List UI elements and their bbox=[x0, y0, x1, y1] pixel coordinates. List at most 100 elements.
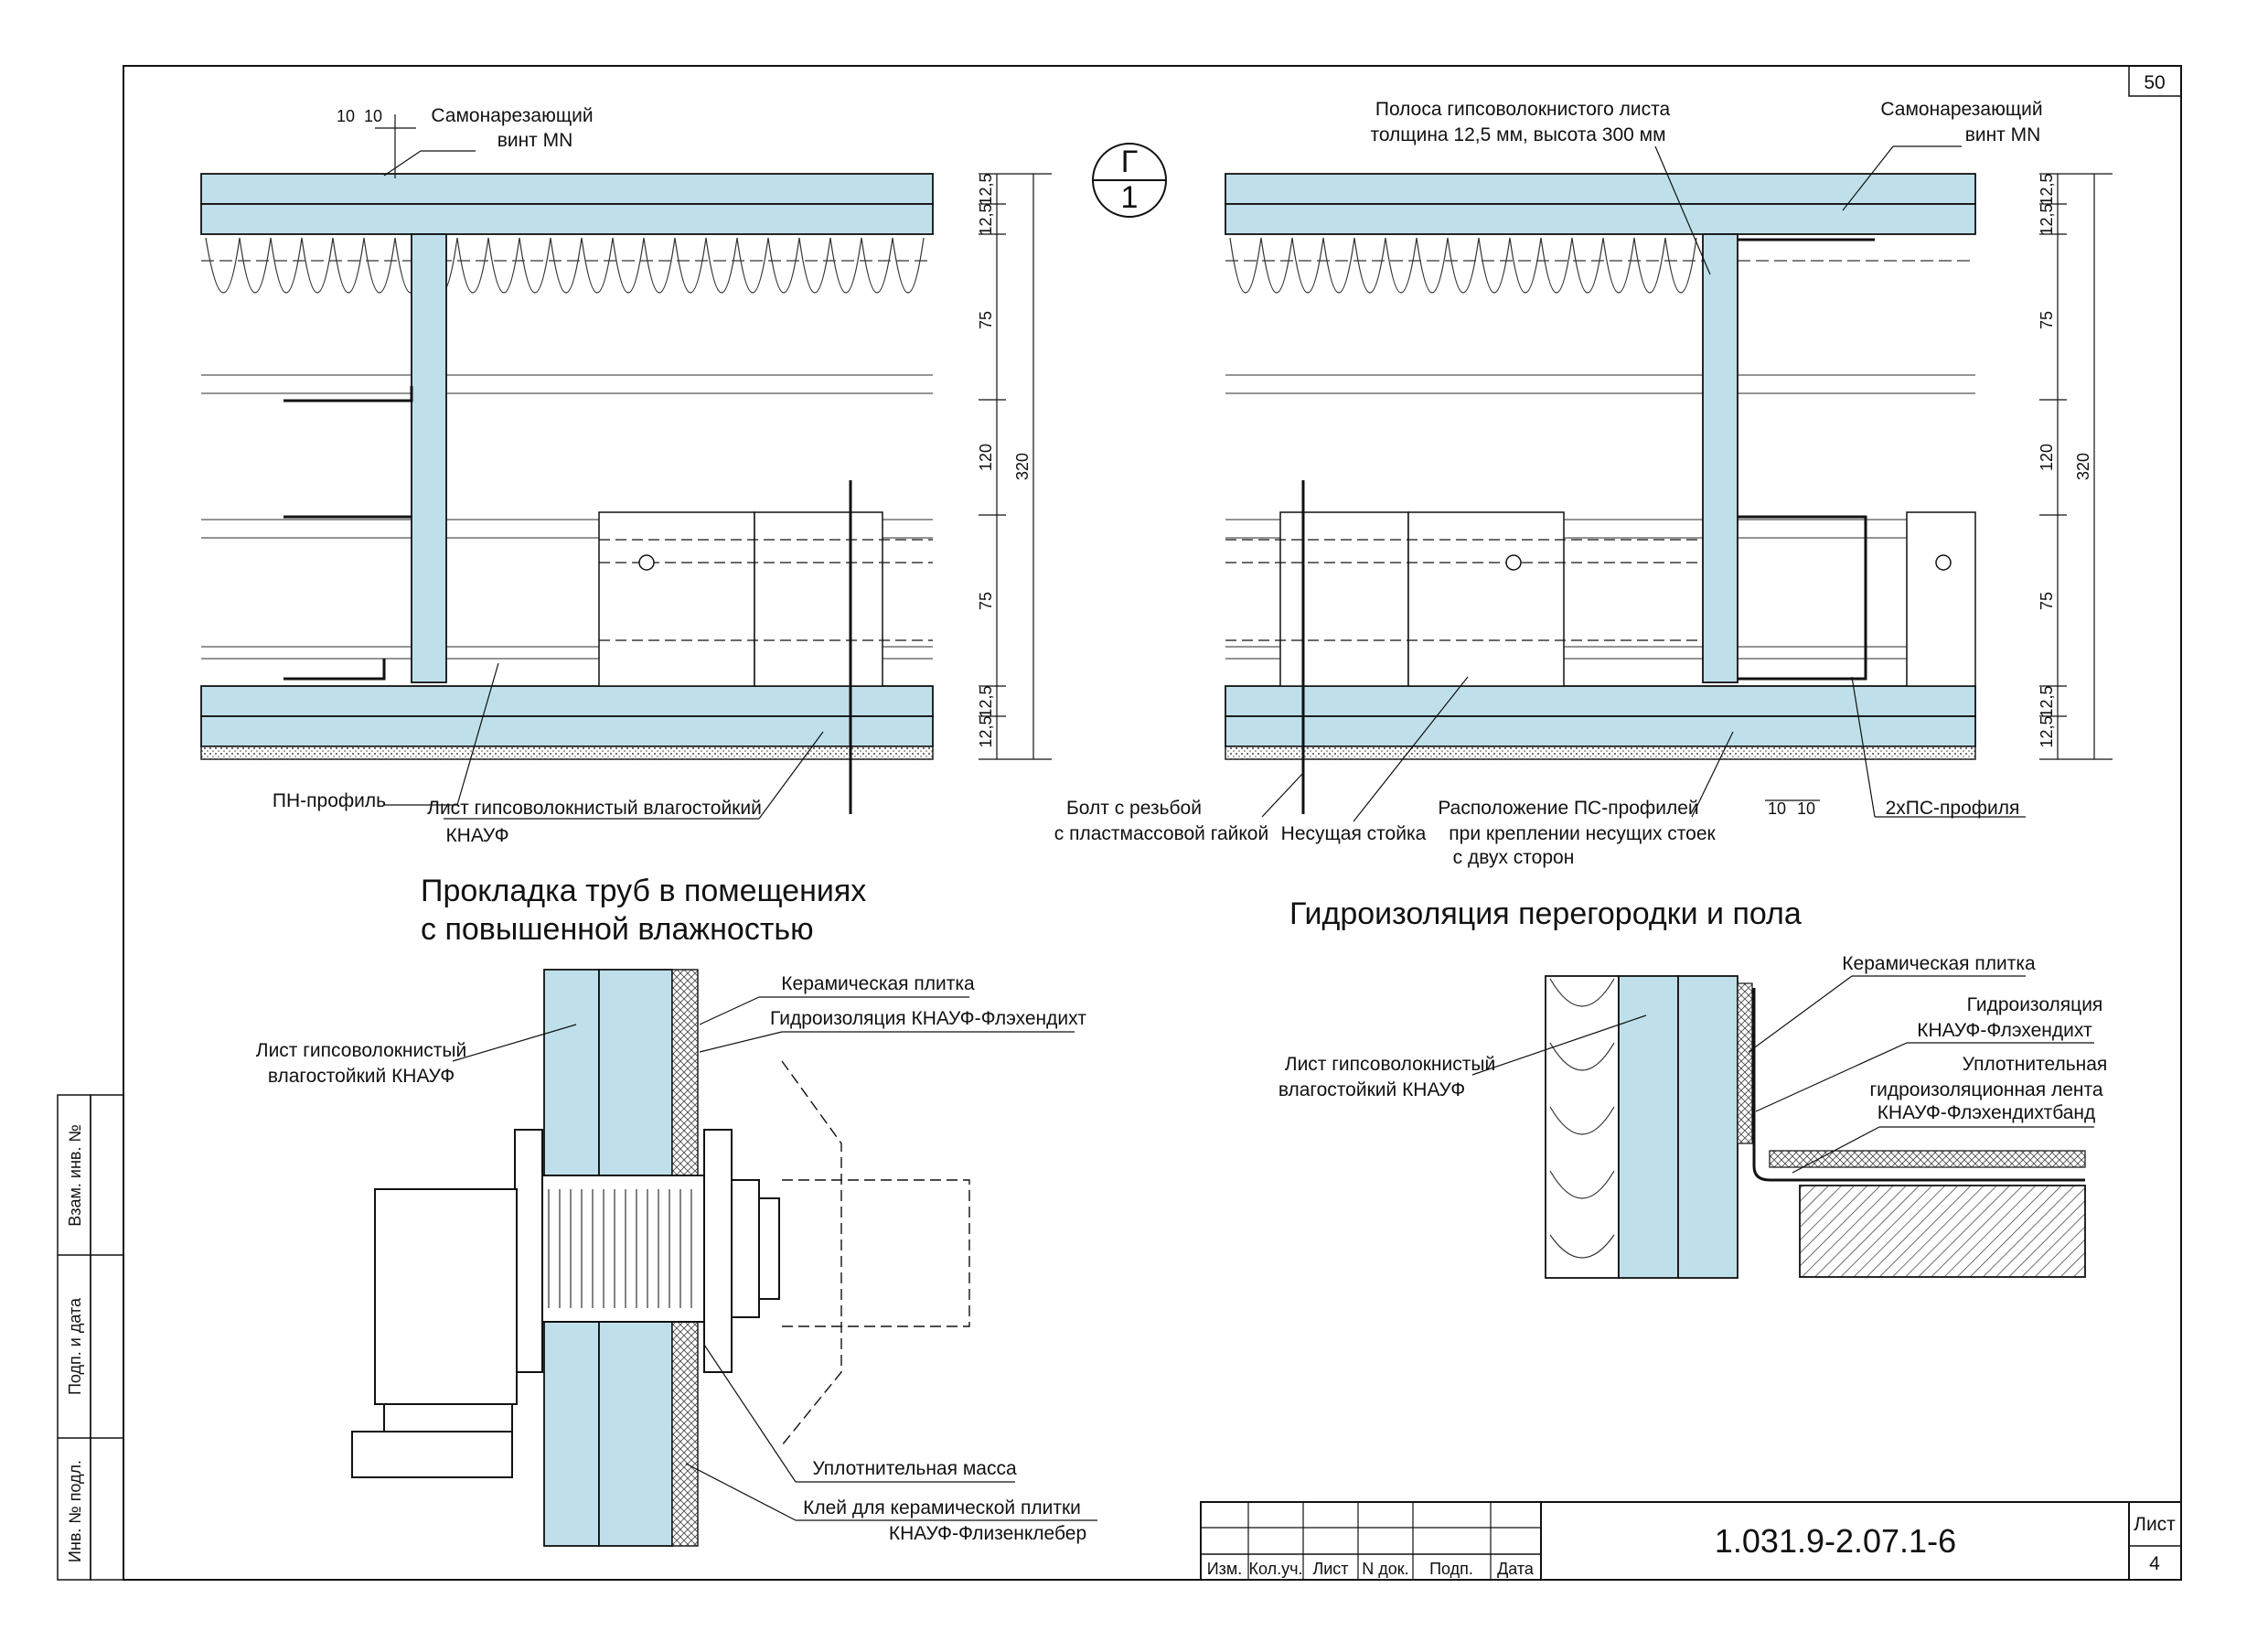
r-box-1 bbox=[1279, 511, 1409, 687]
pipe-valve bbox=[351, 1188, 518, 1478]
r-dim-r3: 120 bbox=[2038, 444, 2056, 471]
r-board-vertical bbox=[1702, 233, 1738, 683]
r-dim-total: 320 bbox=[2074, 453, 2092, 480]
side-label-replace: Взам. инв. № bbox=[66, 1124, 84, 1227]
list-label: Лист bbox=[2134, 1514, 2176, 1535]
board-bottom-2 bbox=[200, 715, 934, 747]
left-dim-r5: 12,5 bbox=[977, 685, 995, 717]
pipe-nut-2 bbox=[758, 1197, 780, 1300]
stamp-col-data: Дата bbox=[1497, 1560, 1535, 1578]
pipe-sleeve bbox=[539, 1175, 705, 1323]
pipe-title-1: Прокладка труб в помещениях bbox=[421, 874, 866, 908]
r-dim-bottom-b: 10 bbox=[1797, 799, 1815, 818]
box-1 bbox=[598, 511, 755, 687]
pipe-glue-label-1: Клей для керамической плитки bbox=[803, 1497, 1081, 1518]
pipe-flange-left bbox=[514, 1129, 543, 1373]
floor-title: Гидроизоляция перегородки и пола bbox=[1289, 896, 1802, 931]
floor-waterproof-2: КНАУФ-Флэхендихт bbox=[1917, 1020, 2092, 1041]
left-screw-label-2: винт MN bbox=[497, 130, 573, 151]
r-board-top-2 bbox=[1225, 203, 1976, 235]
c-profiles bbox=[284, 386, 413, 681]
r-board-top bbox=[1225, 173, 1976, 205]
pipe-sealant-label: Уплотнительная масса bbox=[812, 1458, 1017, 1479]
board-top-2 bbox=[200, 203, 934, 235]
right-plan: Полоса гипсоволокнистого листа толщина 1… bbox=[1054, 99, 2113, 868]
r-insulation bbox=[1225, 237, 1975, 294]
bolt-label-1: Болт с резьбой bbox=[1066, 798, 1202, 819]
left-dim-r1: 12,5 bbox=[977, 203, 995, 235]
left-dim-top-b: 10 bbox=[364, 107, 382, 125]
floor-board-1 bbox=[1618, 975, 1679, 1279]
stamp-col-kol: Кол.уч. bbox=[1249, 1560, 1303, 1578]
pipe-nut bbox=[731, 1179, 760, 1318]
pipe-glue-label-2: КНАУФ-Флизенклебер bbox=[889, 1523, 1086, 1544]
r-screw-label-2: винт MN bbox=[1965, 124, 2041, 145]
left-dim-r4: 75 bbox=[977, 592, 995, 610]
side-label-inv: Инв. № подл. bbox=[66, 1460, 84, 1562]
section-mark: Г 1 bbox=[1092, 143, 1167, 218]
floor-wall-tile bbox=[1737, 982, 1753, 1144]
floor-tape-1: Уплотнительная bbox=[1963, 1054, 2108, 1075]
pipe-waterproof-label: Гидроизоляция КНАУФ-Флэхендихт bbox=[770, 1008, 1086, 1029]
insulation bbox=[201, 237, 933, 294]
list-number: 4 bbox=[2149, 1553, 2160, 1574]
pipe-sheet-label-1: Лист гипсоволокнистый bbox=[256, 1040, 466, 1061]
left-sheet-label-2: КНАУФ bbox=[445, 825, 508, 846]
side-stamp: Инв. № подл. Подп. и дата Взам. инв. № bbox=[57, 1094, 124, 1581]
floor-sheet-label-2: влагостойкий КНАУФ bbox=[1278, 1079, 1465, 1100]
floor-membrane bbox=[1752, 988, 2085, 1182]
left-dim-r6: 12,5 bbox=[977, 715, 995, 747]
pipe-flange-right bbox=[703, 1129, 733, 1373]
page-number-box bbox=[2128, 65, 2182, 97]
floor-tape-2: гидроизоляционная лента bbox=[1869, 1079, 2102, 1100]
r-dim-r2: 75 bbox=[2038, 311, 2056, 329]
r-board-bottom-2 bbox=[1225, 715, 1976, 747]
side-label-date: Подп. и дата bbox=[66, 1297, 84, 1395]
floor-sheet-label-1: Лист гипсоволокнистый bbox=[1285, 1054, 1495, 1075]
r-dim-r4: 75 bbox=[2038, 592, 2056, 610]
box-2 bbox=[754, 511, 883, 687]
pn-profile-label: ПН-профиль bbox=[273, 790, 386, 811]
ps-position-3: с двух сторон bbox=[1453, 847, 1575, 868]
r-tile-layer bbox=[1225, 746, 1976, 760]
left-dim-r2: 75 bbox=[977, 311, 995, 329]
floor-slab bbox=[1799, 1185, 2086, 1278]
floor-detail: Гидроизоляция перегородки и пола Керамич… bbox=[1278, 896, 2108, 1279]
section-mark-top: Г bbox=[1121, 145, 1138, 179]
r-box-2 bbox=[1407, 511, 1565, 687]
pipe-sheet-label-2: влагостойкий КНАУФ bbox=[268, 1066, 455, 1087]
board-top bbox=[200, 173, 934, 205]
double-ps-label: 2хПС-профиля bbox=[1886, 798, 2020, 819]
page-number: 50 bbox=[2144, 72, 2165, 93]
right-dim-chain bbox=[2039, 173, 2113, 760]
left-dim-r0: 12,5 bbox=[977, 173, 995, 205]
strip-label-1: Полоса гипсоволокнистого листа bbox=[1375, 99, 1671, 120]
title-block: Изм. Кол.уч. Лист N док. Подп. Дата 1.03… bbox=[1200, 1501, 2182, 1581]
r-c-profiles bbox=[1738, 238, 1875, 681]
left-sheet-label-1: Лист гипсоволокнистый влагостойкий bbox=[427, 798, 762, 819]
r-screw-label-1: Самонарезающий bbox=[1880, 99, 2042, 120]
stamp-col-list: Лист bbox=[1312, 1560, 1348, 1578]
stamp-col-ndoc: N док. bbox=[1362, 1560, 1408, 1578]
floor-waterproof-1: Гидроизоляция bbox=[1967, 994, 2103, 1015]
section-mark-bottom: 1 bbox=[1121, 180, 1139, 215]
pipe-tile-label: Керамическая плитка bbox=[781, 973, 975, 994]
board-bottom bbox=[200, 685, 934, 717]
document-code: 1.031.9-2.07.1-6 bbox=[1715, 1522, 1956, 1560]
stud-label: Несущая стойка bbox=[1281, 823, 1427, 844]
stamp-col-izm: Изм. bbox=[1207, 1560, 1243, 1578]
left-dim-r3: 120 bbox=[977, 444, 995, 471]
floor-tile-label: Керамическая плитка bbox=[1842, 953, 2036, 974]
r-board-bottom bbox=[1225, 685, 1976, 717]
tile-layer bbox=[200, 746, 934, 760]
ps-position-2: при креплении несущих стоек bbox=[1449, 823, 1716, 844]
r-dim-r6: 12,5 bbox=[2038, 715, 2056, 747]
pipe-title-2: с повышенной влажностью bbox=[421, 912, 814, 947]
r-dim-r1: 12,5 bbox=[2038, 203, 2056, 235]
floor-tile bbox=[1769, 1150, 2086, 1168]
left-plan: 10 10 Самонарезающий винт MN 12,5 12,5 7… bbox=[200, 105, 1052, 846]
pipe-thread bbox=[548, 1189, 692, 1308]
r-dim-r0: 12,5 bbox=[2038, 173, 2056, 205]
ps-position-1: Расположение ПС-профилей bbox=[1438, 798, 1698, 819]
pipe-detail: Прокладка труб в помещениях с повышенной… bbox=[256, 874, 1097, 1547]
